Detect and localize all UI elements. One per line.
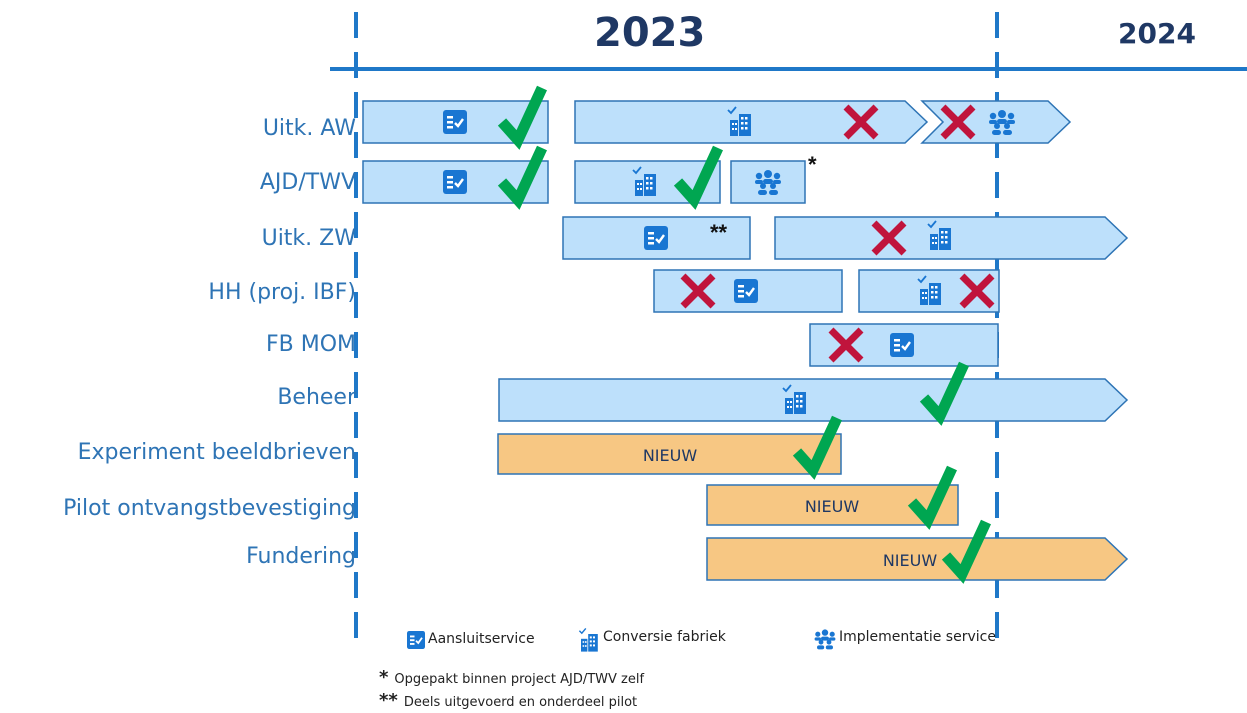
footnote-2: ** Deels uitgevoerd en onderdeel pilot: [379, 690, 637, 711]
marker-single-star: *: [808, 152, 817, 177]
bar-experiment: [497, 433, 842, 475]
bar-label-new: NIEUW: [805, 497, 860, 516]
row-hh-bars: [653, 269, 1000, 313]
legend-aansluit-icon: [406, 630, 426, 650]
legend-aansluit-label: Aansluitservice: [428, 631, 535, 647]
row-label-fundering: Fundering: [246, 544, 356, 569]
footnote-1-marker: *: [379, 667, 389, 688]
marker-double-star: **: [710, 220, 728, 245]
row-label-fb-mom: FB MOM: [265, 332, 356, 357]
bar-fundering: [706, 537, 1129, 581]
bar-label-new: NIEUW: [643, 446, 698, 465]
footnote-2-marker: **: [379, 690, 398, 711]
row-label-uitk-aw: Uitk. AW: [262, 116, 356, 141]
row-uitk-aw-bars: [362, 88, 1072, 143]
row-label-experiment: Experiment beeldbrieven: [77, 440, 356, 465]
legend-conversie: Conversie fabriek: [603, 629, 726, 645]
footnote-1: * Opgepakt binnen project AJD/TWV zelf: [379, 667, 644, 688]
row-uitk-zw-bars: **: [562, 216, 1129, 260]
legend-implementatie-label: Implementatie service: [839, 629, 996, 645]
row-fb-mom-bars: [809, 323, 999, 367]
legend-implementatie: Implementatie service: [839, 629, 996, 645]
legend-conversie-icon: [578, 627, 599, 653]
row-label-uitk-zw: Uitk. ZW: [261, 226, 356, 251]
row-ajd-twv-bars: *: [362, 148, 817, 204]
footnote-1-text: Opgepakt binnen project AJD/TWV zelf: [394, 672, 645, 687]
footnote-2-text: Deels uitgevoerd en onderdeel pilot: [403, 695, 638, 710]
row-label-beheer: Beheer: [277, 385, 356, 410]
row-fundering-bars: NIEUW: [706, 522, 1129, 581]
row-label-pilot: Pilot ontvangstbevestiging: [63, 496, 356, 521]
row-label-ajd-twv: AJD/TWV: [259, 170, 356, 195]
year-2023-label: 2023: [594, 10, 706, 56]
bar-label-new: NIEUW: [883, 551, 938, 570]
bar-beheer: [498, 378, 1129, 422]
row-beheer-bars: [498, 364, 1129, 422]
legend-aansluit: Aansluitservice: [428, 631, 535, 647]
year-2024-label: 2024: [1118, 17, 1196, 50]
bar-ajd-3: [730, 160, 806, 204]
legend-implementatie-icon: [814, 629, 836, 650]
row-pilot-bars: NIEUW: [706, 468, 959, 526]
row-experiment-bars: NIEUW: [497, 418, 842, 475]
legend-conversie-label: Conversie fabriek: [603, 629, 726, 645]
row-label-hh: HH (proj. IBF): [208, 280, 356, 305]
